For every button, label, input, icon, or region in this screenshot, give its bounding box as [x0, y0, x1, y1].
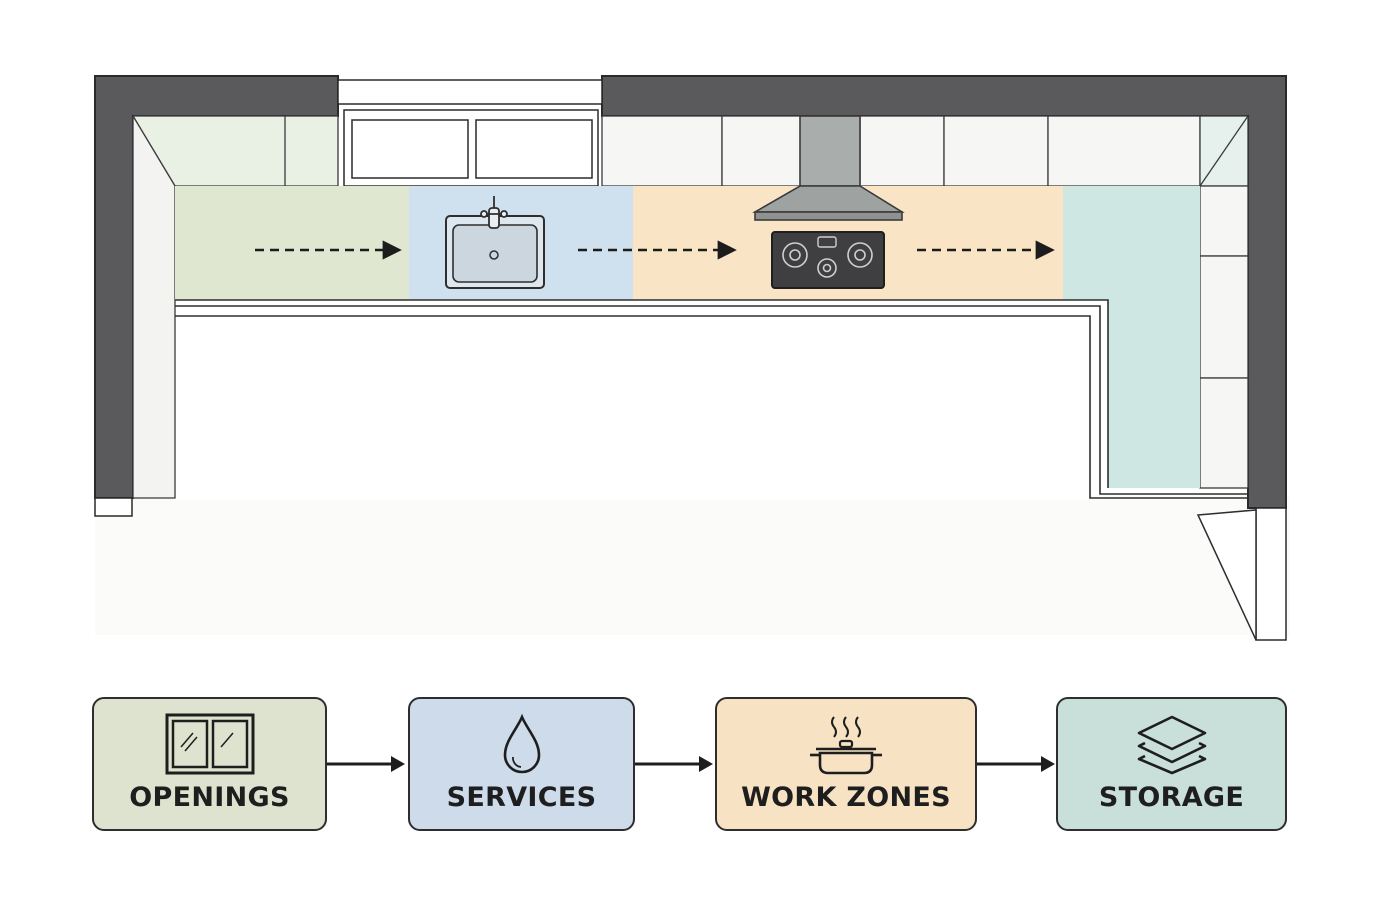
cooktop-icon [771, 231, 885, 289]
zone-openings [175, 186, 409, 300]
step-label-openings: OPENINGS [129, 782, 290, 813]
floor-area [95, 495, 1290, 635]
kitchen-floor-plan [94, 75, 1290, 641]
cooking-pot-icon [810, 716, 882, 775]
door-icon [1196, 509, 1257, 641]
zone-storage [1063, 186, 1200, 488]
step-label-work-zones: WORK ZONES [741, 782, 951, 813]
left-side-panel [132, 113, 176, 499]
wall-cabinets [132, 115, 1249, 187]
window-icon [165, 713, 254, 775]
step-arrow-3 [977, 756, 1055, 772]
water-drop-icon [503, 713, 540, 774]
wall-end-right [1255, 507, 1287, 641]
layers-icon [1137, 715, 1206, 775]
counter-edge [175, 299, 1248, 499]
faucet-icon [480, 196, 508, 229]
step-arrow-1 [327, 756, 405, 772]
side-cabinets [1199, 185, 1249, 489]
step-work-zones: WORK ZONES [715, 697, 977, 831]
step-services: SERVICES [408, 697, 635, 831]
window-opening [337, 79, 603, 187]
sink-icon [445, 196, 545, 289]
step-openings: OPENINGS [92, 697, 327, 831]
wall-end-left [94, 497, 133, 517]
room-floor [175, 315, 1105, 500]
step-storage: STORAGE [1056, 697, 1287, 831]
range-hood-icon [752, 115, 905, 221]
step-label-services: SERVICES [446, 782, 597, 813]
step-label-storage: STORAGE [1098, 782, 1245, 813]
step-arrow-2 [635, 756, 713, 772]
